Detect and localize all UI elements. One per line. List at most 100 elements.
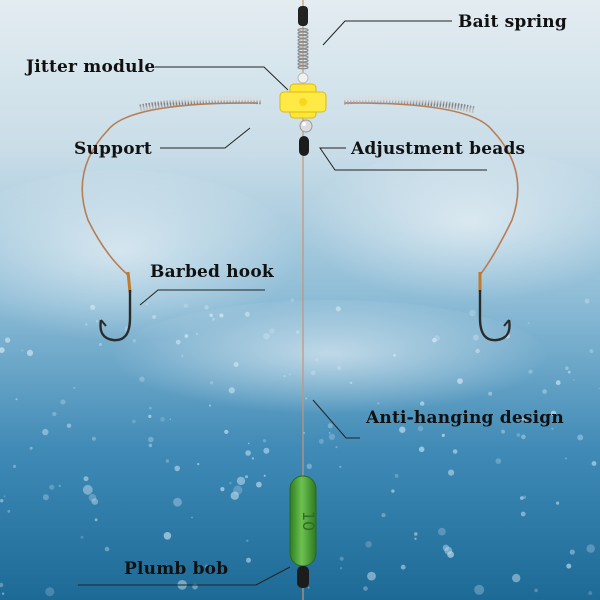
bubble [42, 494, 49, 501]
bubble [42, 428, 49, 436]
bubble [551, 427, 554, 430]
bubble [556, 501, 560, 505]
bubble [248, 442, 250, 445]
bubble [94, 518, 98, 522]
bubble [246, 539, 249, 542]
bubble [95, 320, 98, 323]
left-barbed-hook [99, 271, 132, 342]
bubble [335, 446, 338, 449]
bubble [577, 434, 584, 441]
bubble [152, 315, 157, 319]
bubble [521, 434, 526, 440]
bubble [229, 481, 232, 485]
leader-support [160, 127, 251, 149]
bubble [328, 432, 331, 434]
bubble [60, 399, 66, 405]
bubble [0, 347, 5, 353]
bubble [495, 458, 502, 464]
bubble [564, 457, 567, 460]
spring-coil [297, 51, 309, 56]
bubble [246, 557, 251, 563]
bubble [183, 303, 189, 309]
bubble [377, 402, 380, 405]
spring-coil [297, 65, 309, 70]
cloud-glow [300, 150, 600, 310]
bubble [417, 425, 424, 432]
bubble [212, 317, 215, 321]
bubble [169, 418, 172, 421]
plumb-bob: 10 [289, 475, 318, 588]
bubble [1, 592, 5, 595]
bubble [132, 338, 137, 343]
bubble [337, 365, 342, 371]
bubble [391, 489, 395, 493]
bubble [584, 298, 590, 304]
bubble [7, 510, 11, 513]
bubble [263, 447, 270, 454]
bubble [220, 487, 225, 492]
bubble [233, 362, 239, 367]
bubble [0, 582, 4, 588]
bubble [457, 378, 463, 384]
bubble [522, 416, 528, 422]
bubble [73, 386, 76, 389]
bubble [512, 573, 521, 583]
bubble [245, 475, 248, 479]
bubble [420, 401, 425, 406]
bubble [339, 556, 344, 561]
bubble [305, 397, 308, 400]
bubble [262, 439, 267, 443]
label-anti-hanging-design: Anti-hanging design [366, 408, 564, 428]
bubble [400, 564, 406, 570]
bubble [367, 571, 376, 581]
label-jitter-module: Jitter module [26, 57, 156, 77]
bubble [197, 462, 200, 466]
bubble [335, 306, 341, 312]
bubble [244, 311, 250, 317]
bubble [522, 495, 527, 500]
bubble [90, 304, 96, 310]
bubble [104, 546, 110, 552]
label-support: Support [74, 139, 152, 159]
bubble [438, 527, 446, 536]
bubble [365, 541, 372, 548]
bubble [306, 463, 312, 469]
bubble [318, 438, 324, 444]
bubble [173, 497, 182, 507]
bubble [588, 591, 593, 596]
bubble [447, 551, 454, 558]
label-plumb-bob: Plumb bob [124, 559, 229, 579]
bubble [148, 414, 152, 418]
adjustment-bead [299, 136, 309, 156]
bubble [381, 513, 386, 518]
bubble [339, 465, 342, 468]
bubble [26, 349, 34, 356]
bubble [263, 474, 266, 477]
bubble [245, 450, 251, 456]
bubble [85, 323, 88, 326]
bubble [230, 491, 239, 500]
bubble [91, 498, 99, 505]
bubble [251, 457, 254, 460]
bubble [52, 411, 57, 417]
leader-bait-spring [322, 20, 452, 46]
bubble [228, 387, 235, 394]
bubble [66, 423, 72, 428]
bubble [210, 381, 214, 385]
bait-spring [297, 28, 309, 70]
label-bait-spring: Bait spring [458, 12, 567, 32]
leader-adjustment-beads [319, 147, 487, 171]
bubble [394, 473, 399, 478]
bubble [452, 449, 458, 454]
bubble [219, 313, 224, 318]
bubble [399, 426, 406, 433]
bubble [288, 373, 291, 376]
bubble [283, 375, 286, 378]
bubble [224, 429, 229, 434]
bubble [315, 358, 319, 362]
bubble [296, 330, 300, 334]
bubble [132, 419, 136, 424]
bubble [58, 484, 61, 488]
bubble [573, 379, 575, 381]
bubble [165, 459, 170, 463]
